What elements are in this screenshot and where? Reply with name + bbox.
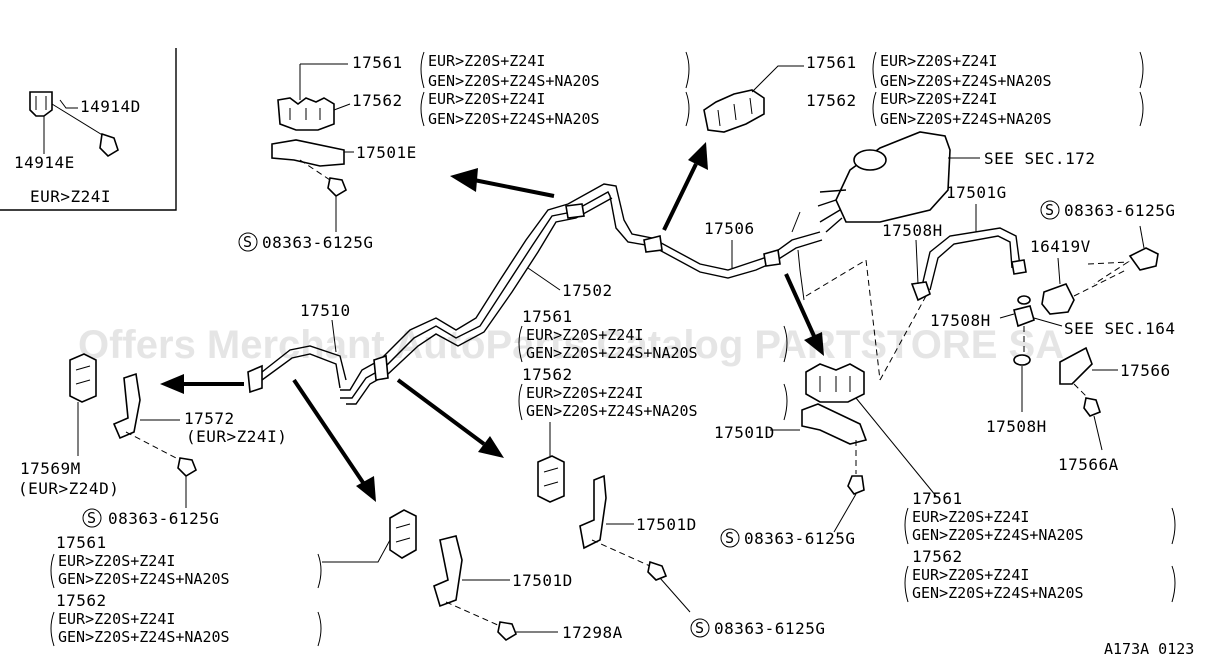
label-08363-d: 08363-6125G — [744, 529, 855, 548]
label-17562-d: 17562 — [56, 591, 107, 610]
label-17561-c: 17561 — [522, 307, 573, 326]
label-14914E: 14914E — [14, 153, 75, 172]
label-eur-z24i-left: (EUR>Z24I) — [186, 427, 287, 446]
label-17501D-c: 17501D — [714, 423, 775, 442]
s-mark-icon-b — [690, 618, 710, 638]
label-17562-b: 17562 — [806, 91, 857, 110]
label-17561-d: 17561 — [56, 533, 107, 552]
s-mark-a: S — [243, 233, 252, 251]
clamp-group-middle: 17561 EUR>Z20S+Z24I GEN>Z20S+Z24S+NA20S … — [518, 307, 788, 503]
label-17508H-a: 17508H — [882, 221, 943, 240]
label-08363-a: 08363-6125G — [262, 233, 373, 252]
label-see-sec172: SEE SEC.172 — [984, 149, 1095, 168]
label-17561-e-gen: GEN>Z20S+Z24S+NA20S — [912, 526, 1084, 544]
clamp-group-right-center: 17501D S 08363-6125G 17561 EUR>Z20S+Z24I… — [714, 363, 1176, 603]
label-08363-e: 08363-6125G — [1064, 201, 1175, 220]
label-17561-d-gen: GEN>Z20S+Z24S+NA20S — [58, 570, 230, 588]
s-mark-icon — [238, 232, 258, 252]
label-17562-c-eur: EUR>Z20S+Z24I — [526, 384, 643, 402]
label-17561-a-gen: GEN>Z20S+Z24S+NA20S — [428, 72, 600, 90]
label-17562-e-eur: EUR>Z20S+Z24I — [912, 566, 1029, 584]
s-mark-d: S — [725, 529, 734, 547]
s-mark-icon-c — [82, 508, 102, 528]
label-17562-a-eur: EUR>Z20S+Z24I — [428, 90, 545, 108]
label-17569M: 17569M — [20, 459, 81, 478]
label-17298A: 17298A — [562, 623, 623, 642]
diagram-code: A173A 0123 — [1104, 640, 1194, 658]
label-17501D-a: 17501D — [636, 515, 697, 534]
bracket-17501D-center: 17501D S 08363-6125G — [579, 474, 825, 638]
label-17508H-c: 17508H — [986, 417, 1047, 436]
label-17562-a-gen: GEN>Z20S+Z24S+NA20S — [428, 110, 600, 128]
label-08363-b: 08363-6125G — [714, 619, 825, 638]
brake-pipes: 17506 17502 17510 — [247, 183, 823, 405]
label-17506: 17506 — [704, 219, 755, 238]
label-17501E: 17501E — [356, 143, 417, 162]
label-14914D: 14914D — [80, 97, 141, 116]
label-17562-d-eur: EUR>Z20S+Z24I — [58, 610, 175, 628]
label-17562-d-gen: GEN>Z20S+Z24S+NA20S — [58, 628, 230, 646]
label-see-sec164: SEE SEC.164 — [1064, 319, 1175, 338]
label-17510: 17510 — [300, 301, 351, 320]
s-mark-icon-d — [720, 528, 740, 548]
label-17566: 17566 — [1120, 361, 1171, 380]
hose-filter-group: 17501G 17508H S 08363-6125G 16419V 17508… — [805, 183, 1175, 474]
label-17502: 17502 — [562, 281, 613, 300]
s-mark-icon-e — [1040, 200, 1060, 220]
s-mark-c: S — [87, 509, 96, 527]
label-17561-c-eur: EUR>Z20S+Z24I — [526, 326, 643, 344]
label-17566A: 17566A — [1058, 455, 1119, 474]
label-17562-b-gen: GEN>Z20S+Z24S+NA20S — [880, 110, 1052, 128]
label-16419V: 16419V — [1030, 237, 1091, 256]
label-17561-e: 17561 — [912, 489, 963, 508]
inset-box: 14914D 14914E EUR>Z24I — [0, 48, 177, 211]
label-17562-c: 17562 — [522, 365, 573, 384]
label-17561-a-eur: EUR>Z20S+Z24I — [428, 52, 545, 70]
fuel-tank-area: SEE SEC.172 — [817, 131, 1095, 233]
label-eur-z24d: (EUR>Z24D) — [18, 479, 119, 498]
clamp-group-bottom-left: 17561 EUR>Z20S+Z24I GEN>Z20S+Z24S+NA20S … — [50, 509, 623, 647]
label-17561-b-gen: GEN>Z20S+Z24S+NA20S — [880, 72, 1052, 90]
label-17561-e-eur: EUR>Z20S+Z24I — [912, 508, 1029, 526]
label-17561-d-eur: EUR>Z20S+Z24I — [58, 552, 175, 570]
s-mark-b: S — [695, 619, 704, 637]
label-17572: 17572 — [184, 409, 235, 428]
label-08363-c: 08363-6125G — [108, 509, 219, 528]
label-17561-c-gen: GEN>Z20S+Z24S+NA20S — [526, 344, 698, 362]
label-17562-e-gen: GEN>Z20S+Z24S+NA20S — [912, 584, 1084, 602]
label-eur-z24i-inset: EUR>Z24I — [30, 187, 111, 206]
clamp-group-top-left: 17561 EUR>Z20S+Z24I GEN>Z20S+Z24S+NA20S … — [238, 51, 690, 252]
label-17562-a: 17562 — [352, 91, 403, 110]
label-17562-e: 17562 — [912, 547, 963, 566]
label-17562-c-gen: GEN>Z20S+Z24S+NA20S — [526, 402, 698, 420]
s-mark-e: S — [1045, 201, 1054, 219]
label-17501G: 17501G — [946, 183, 1007, 202]
clamp-group-left: 17569M (EUR>Z24D) 17572 (EUR>Z24I) S 083… — [18, 353, 287, 528]
arrows — [160, 142, 824, 502]
label-17561-b: 17561 — [806, 53, 857, 72]
label-17501D-b: 17501D — [512, 571, 573, 590]
label-17562-b-eur: EUR>Z20S+Z24I — [880, 90, 997, 108]
clamp-group-top-right: 17561 EUR>Z20S+Z24I GEN>Z20S+Z24S+NA20S … — [703, 51, 1144, 133]
label-17508H-b: 17508H — [930, 311, 991, 330]
label-17561-b-eur: EUR>Z20S+Z24I — [880, 52, 997, 70]
label-17561-a: 17561 — [352, 53, 403, 72]
